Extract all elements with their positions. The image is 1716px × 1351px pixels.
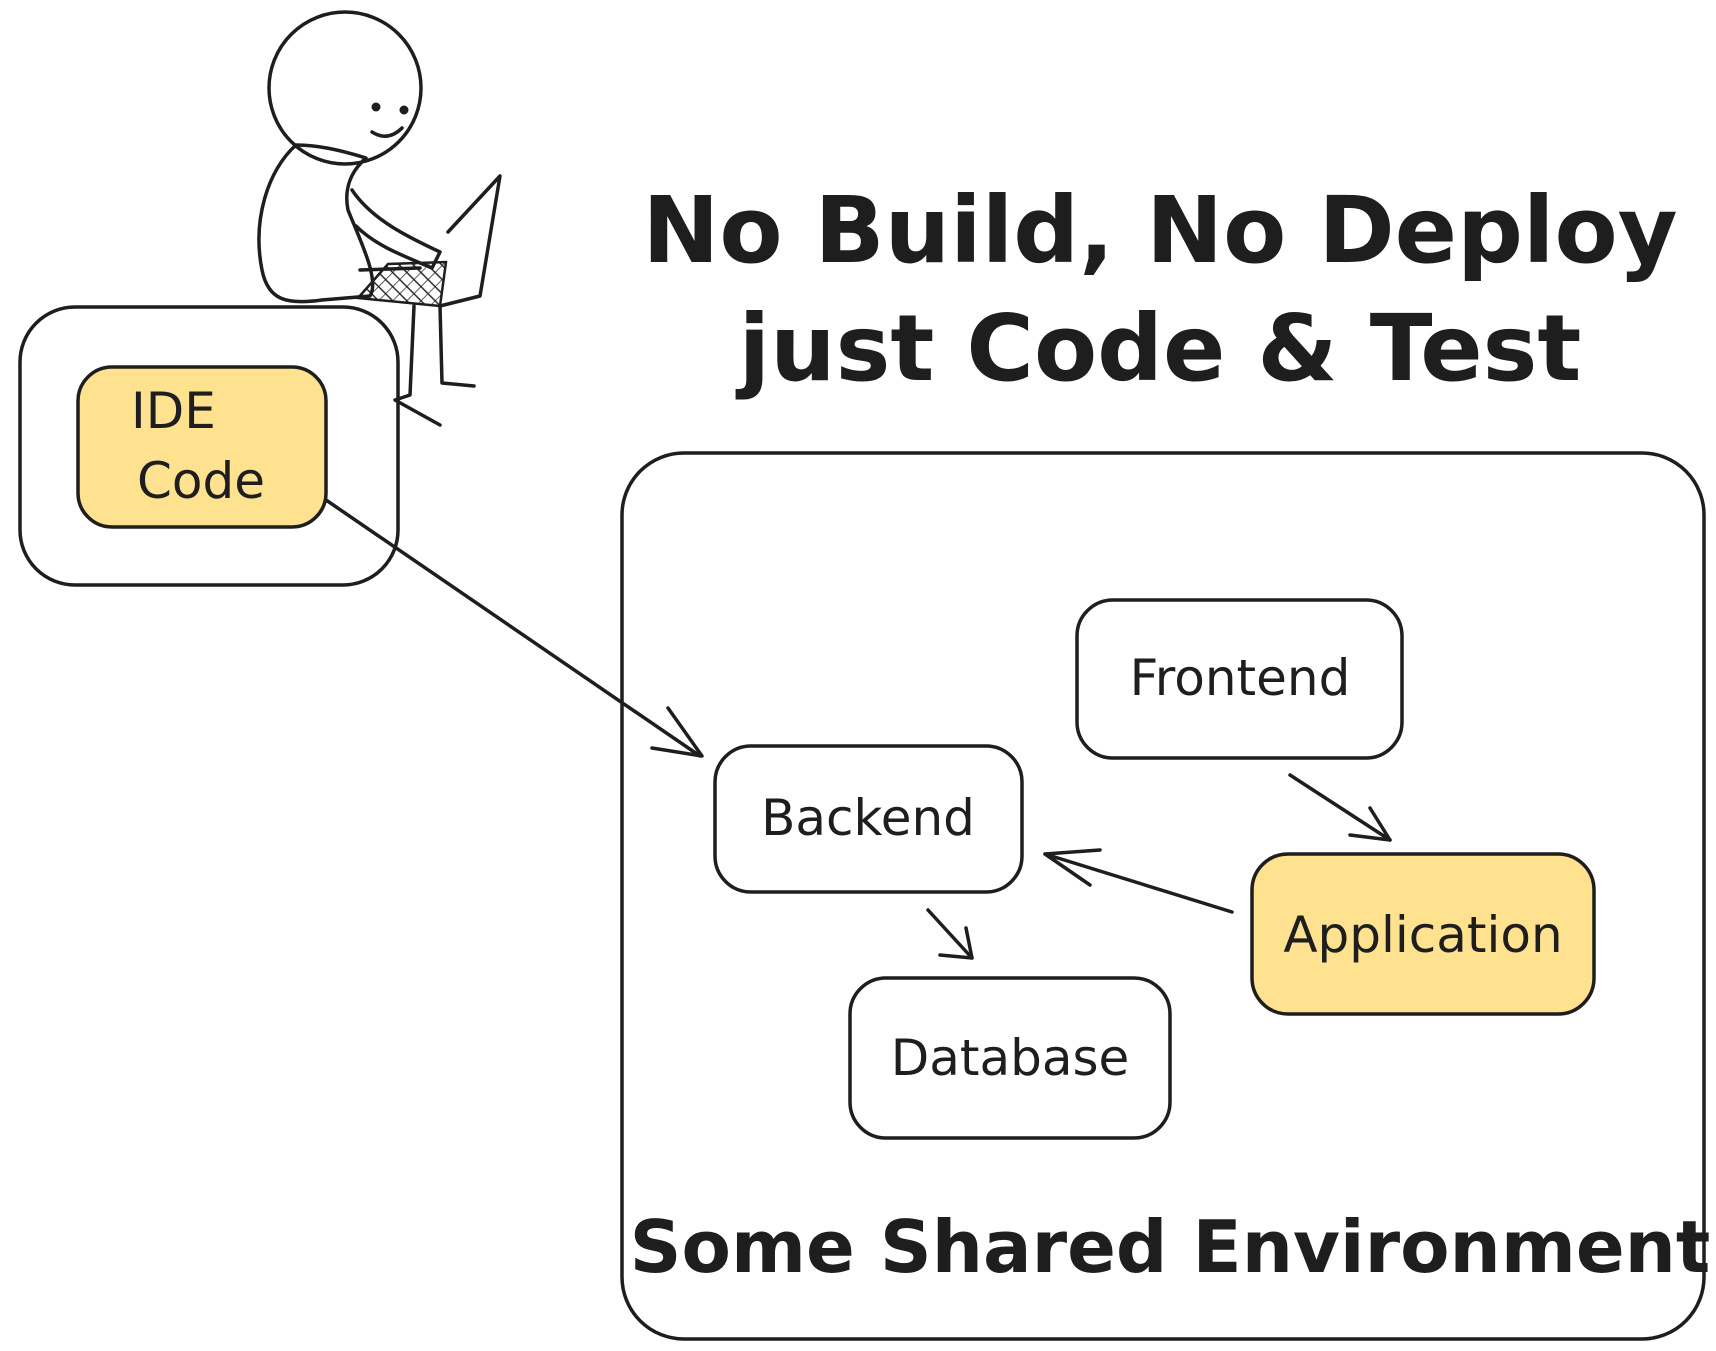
arrow-ide-to-backend <box>324 498 704 758</box>
database-label: Database <box>891 1029 1130 1087</box>
arrow-backend-to-database <box>926 908 974 960</box>
database-node[interactable]: Database <box>848 976 1172 1140</box>
developer-figure-icon <box>257 10 502 427</box>
frontend-label: Frontend <box>1130 649 1351 707</box>
backend-label: Backend <box>761 789 975 847</box>
arrow-frontend-to-application <box>1288 773 1392 842</box>
backend-node[interactable]: Backend <box>713 744 1024 894</box>
frontend-node[interactable]: Frontend <box>1075 598 1404 760</box>
ide-code-box[interactable] <box>76 365 328 529</box>
title-block: No Build, No Deploy just Code & Test <box>642 177 1677 402</box>
application-label: Application <box>1283 906 1562 964</box>
environment-label: Some Shared Environment <box>630 1205 1711 1289</box>
ide-label: IDE <box>131 382 216 440</box>
code-label: Code <box>137 452 265 510</box>
ide-panel: IDE Code <box>18 305 400 587</box>
arrow-application-to-backend <box>1043 848 1234 914</box>
application-node[interactable]: Application <box>1250 852 1596 1016</box>
shared-environment: Some Shared Environment <box>620 451 1711 1341</box>
title-line-2: just Code & Test <box>735 295 1582 402</box>
title-line-1: No Build, No Deploy <box>642 177 1677 284</box>
